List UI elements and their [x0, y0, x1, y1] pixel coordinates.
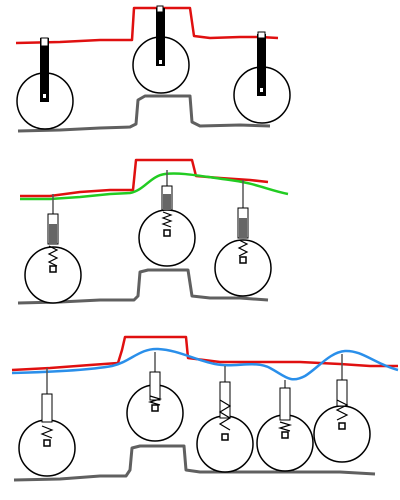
panel-passive-damper: [17, 158, 289, 305]
red-profile: [11, 335, 398, 372]
wheel-adaptive-2: [126, 352, 184, 442]
wheel-damper-2: [138, 170, 196, 267]
red-profile: [15, 6, 279, 45]
wheel-rigid-1: [16, 37, 74, 130]
wheel-adaptive-1: [18, 368, 76, 477]
panel-rigid: [15, 5, 291, 133]
wheel-rigid-3: [233, 31, 291, 124]
wheel-adaptive-3: [196, 366, 254, 473]
wheel-adaptive-4: [256, 380, 314, 472]
wheel-adaptive-5: [313, 354, 371, 463]
panel-adaptive: [11, 335, 399, 482]
wheel-damper-1: [24, 194, 82, 304]
green-profile: [20, 172, 289, 201]
blue-profile: [11, 347, 399, 381]
wheel-rigid-2: [132, 5, 190, 94]
ground-profile: [17, 268, 269, 305]
wheel-damper-3: [214, 180, 272, 297]
ground-profile: [13, 444, 376, 482]
ground-profile: [17, 94, 271, 133]
red-profile: [20, 158, 269, 198]
